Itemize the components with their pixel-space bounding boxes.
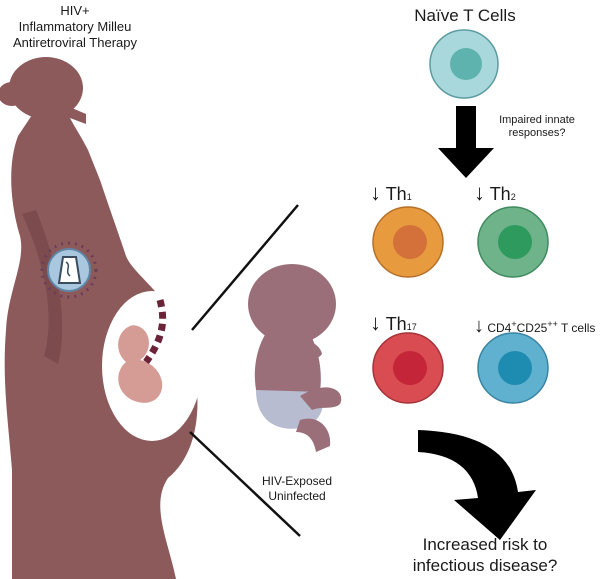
th17-label: ↓ Th17 [370,310,417,337]
zoom-line-bottom [189,431,301,537]
infant-arm [296,338,322,359]
impaired-innate-line1: Impaired innate [499,114,575,126]
treg-tail: T cells [557,321,596,335]
naive-t-cells-label: Naïve T Cells [414,6,516,25]
hiv-virus-icon [40,241,98,299]
th1-label: ↓ Th1 [370,180,412,207]
mother-label-line2: Inflammatory Milleu [18,18,132,34]
th2-cell [477,206,549,278]
treg-cell [477,332,549,404]
th17-down-arrow: ↓ [370,310,381,335]
treg-cell-nucleus [498,351,532,385]
mother-label-line3: Antiretroviral Therapy [12,34,138,50]
outcome-arrow [418,430,536,540]
th2-subscript: 2 [510,192,516,202]
differentiation-arrow [438,106,494,178]
th17-subscript: 17 [406,322,417,332]
fetus [118,325,163,403]
treg-cd4: CD4 [487,321,512,335]
treg-down-arrow: ↓ [474,315,484,337]
zoom-line-top [191,204,299,331]
th2-down-arrow: ↓ [474,180,485,205]
virus-spike-ring [40,241,98,299]
virus-rna [65,261,71,277]
th17-cell-nucleus [393,351,427,385]
th17-cell [372,332,444,404]
infant-leg-front [296,418,331,452]
umbilical-cord [143,299,167,365]
outcome-line1: Increased risk to [422,535,548,554]
infant-leg-back [300,387,342,410]
mother-head [9,57,83,119]
th2-name: Th [489,184,511,204]
th1-name: Th [385,184,407,204]
naive-cell-nucleus [450,48,482,80]
treg-label: ↓ CD4+CD25++ T cells [474,314,595,338]
impaired-innate-line2: responses? [508,127,566,140]
treg-cd25: CD25 [516,321,548,335]
th1-cell [372,206,444,278]
th1-cell-nucleus [393,225,427,259]
infant-label-line1: HIV-Exposed [261,474,333,488]
mother-label: HIV+ Inflammatory Milleu Antiretroviral … [0,3,150,51]
infant-head [248,264,336,344]
mother-arm [22,210,63,364]
th1-subscript: 1 [406,192,412,202]
impaired-innate-note: Impaired innate responses? [478,114,596,141]
th1-down-arrow: ↓ [370,180,381,205]
infant-figure [248,264,342,452]
th17-name: Th [385,314,407,334]
th2-label: ↓ Th2 [474,180,516,207]
naive-t-cell [429,29,499,99]
infant-label-line2: Uninfected [268,488,326,503]
outcome-label: Increased risk to infectious disease? [385,535,585,576]
treg-sup2: ++ [547,319,558,329]
treg-sup1: + [511,319,517,329]
pregnant-mother-silhouette [0,57,202,579]
virus-capsid [57,256,82,284]
infant-label: HIV-Exposed Uninfected [232,474,362,503]
mother-body [4,108,198,579]
th2-cell-nucleus [498,225,532,259]
mother-label-line1: HIV+ [60,3,90,18]
outcome-line2: infectious disease? [412,555,558,575]
mother-hair-bun [0,82,26,106]
